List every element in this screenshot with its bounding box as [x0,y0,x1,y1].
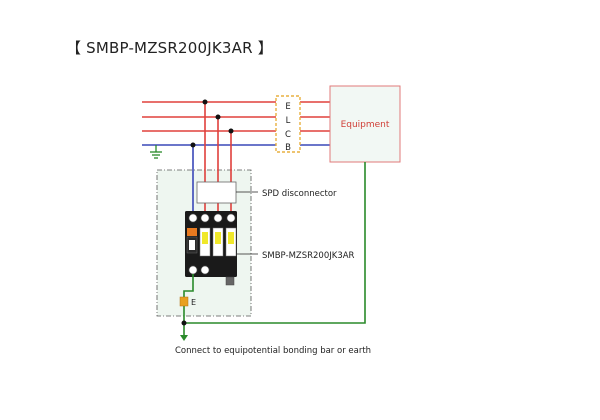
ground-symbol-icon [150,145,162,159]
earth-junction-dot [181,320,187,326]
elcb-label: E L C B [285,102,291,153]
equipment-box[interactable] [329,85,401,163]
bottom-caption: Connect to equipotential bonding bar or … [175,346,371,356]
product-label: SMBP-MZSR200JK3AR [262,251,355,261]
elcb-box[interactable] [275,95,301,153]
page-title: 【 SMBP-MZSR200JK3AR 】 [66,39,273,57]
earth-terminal-label: E [191,298,196,307]
bus-lines [142,101,330,146]
elcb-letter-e: E [285,102,290,112]
spd-disconnector-label: SPD disconnector [262,189,337,199]
elcb-letter-l: L [286,116,291,126]
earth-terminal [179,296,189,307]
earth-arrow-icon [180,335,188,341]
spd-disconnector-box [196,181,237,204]
elcb-letter-b: B [285,143,291,153]
spd-device [185,211,237,286]
elcb-letter-c: C [285,130,291,140]
equipment-label: Equipment [341,120,390,130]
junction-dots [190,99,234,148]
